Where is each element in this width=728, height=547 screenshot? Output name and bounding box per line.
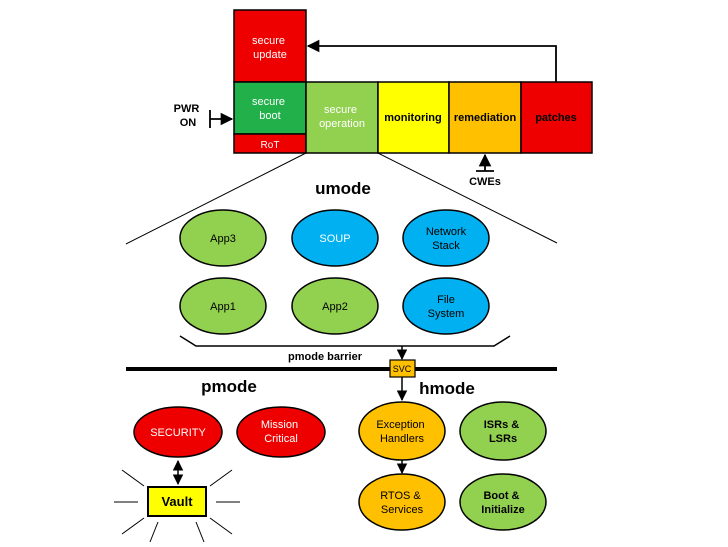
rot-label: RoT — [261, 140, 280, 151]
file-system-node — [402, 277, 490, 335]
app1-label: App1 — [210, 301, 236, 313]
remediation-box — [448, 81, 522, 154]
patches-box — [520, 81, 593, 154]
security-label: SECURITY — [150, 427, 206, 439]
security-node — [133, 406, 223, 458]
monitoring-box — [377, 81, 450, 154]
soup-node — [291, 209, 379, 267]
remediation-label: remediation — [454, 112, 517, 124]
secure-update-label: secure update — [252, 35, 288, 61]
exception-handlers-node — [358, 401, 446, 461]
secure-boot-box — [233, 81, 307, 135]
zoom-line-right — [377, 152, 558, 244]
vault-box — [147, 486, 207, 517]
mission-critical-label: Mission Critical — [261, 419, 301, 445]
rtos-services-node — [358, 473, 446, 531]
boot-initialize-node — [459, 473, 547, 531]
isrs-lsrs-label: ISRs & LSRs — [484, 419, 523, 445]
app1-node — [179, 277, 267, 335]
patches-to-update-arrow — [306, 39, 557, 82]
pmode-title: pmode — [201, 377, 257, 396]
rtos-services-label: RTOS & Services — [380, 490, 424, 516]
pmode-barrier-label: pmode barrier — [288, 351, 363, 363]
cwes-label: CWEs — [469, 176, 501, 188]
vault-label: Vault — [161, 494, 193, 509]
umode-title: umode — [315, 179, 371, 198]
vault-glow — [114, 469, 240, 543]
boot-initialize-label: Boot & Initialize — [481, 490, 524, 516]
app2-node — [291, 277, 379, 335]
umode-bracket — [179, 335, 511, 347]
app2-label: App2 — [322, 301, 348, 313]
pwr-on-label: PWR ON — [174, 103, 203, 129]
svc-label: SVC — [393, 364, 412, 374]
isrs-lsrs-node — [459, 401, 547, 461]
soup-label: SOUP — [319, 233, 350, 245]
exception-handlers-label: Exception Handlers — [376, 419, 427, 445]
secure-update-box — [233, 9, 307, 83]
monitoring-label: monitoring — [384, 112, 441, 124]
network-stack-node — [402, 209, 490, 267]
secure-operation-label: secure operation — [319, 104, 365, 130]
app3-label: App3 — [210, 233, 236, 245]
mission-critical-node — [236, 406, 326, 458]
hmode-title: hmode — [419, 379, 475, 398]
zoom-line-left — [125, 152, 307, 245]
secure-boot-label: secure boot — [252, 96, 288, 122]
patches-label: patches — [535, 112, 577, 124]
app3-node — [179, 209, 267, 267]
